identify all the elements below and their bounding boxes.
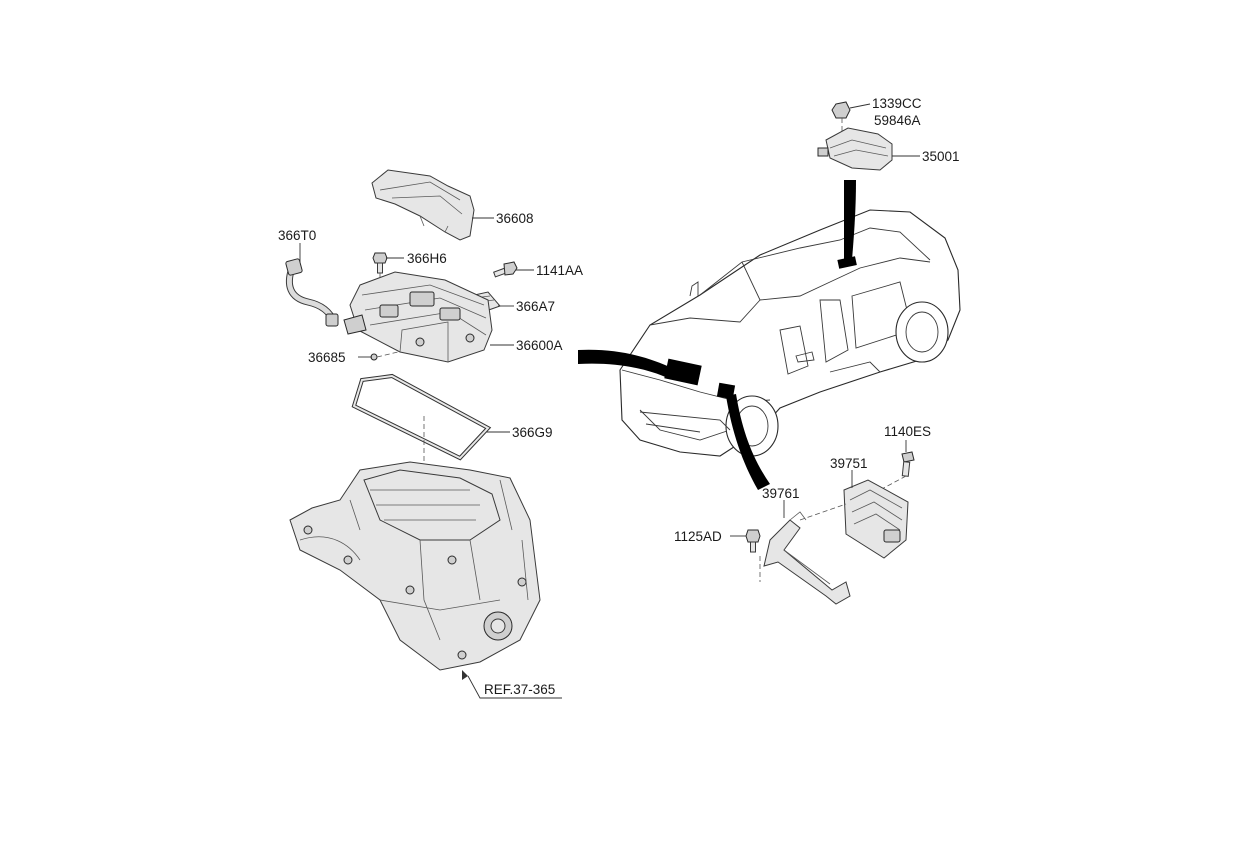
- control-module-35001: [817, 101, 893, 171]
- vcu-unit-39751: [843, 479, 909, 559]
- vcu-bracket-39761: [763, 511, 851, 605]
- label-366G9: 366G9: [512, 425, 553, 440]
- leader-lines: [299, 103, 920, 699]
- inverter-upper-cover: [371, 169, 475, 241]
- vehicle-outline: [619, 209, 961, 457]
- label-366H6: 366H6: [407, 251, 447, 266]
- label-366T0: 366T0: [278, 228, 316, 243]
- label-366A7: 366A7: [516, 299, 555, 314]
- callout-arrow-module: [844, 180, 856, 262]
- label-35001: 35001: [922, 149, 960, 164]
- label-ref-37-365: REF.37-365: [484, 682, 555, 697]
- inverter-assembly-36600A: [343, 271, 493, 363]
- coolant-hose-366T0: [285, 258, 339, 327]
- label-36600A: 36600A: [516, 338, 563, 353]
- bolt-366H6: [372, 252, 388, 274]
- label-59846A: 59846A: [874, 113, 921, 128]
- bolt-1125AD: [745, 529, 761, 553]
- label-1339CC: 1339CC: [872, 96, 922, 111]
- label-39751: 39751: [830, 456, 868, 471]
- label-1141AA: 1141AA: [536, 263, 583, 278]
- callout-arrow-vcu: [726, 394, 770, 490]
- label-36608: 36608: [496, 211, 534, 226]
- label-39761: 39761: [762, 486, 800, 501]
- label-36685: 36685: [308, 350, 346, 365]
- vcu-bolt-1140ES: [901, 451, 915, 477]
- gasket-366G9: [351, 373, 492, 461]
- label-1140ES: 1140ES: [884, 424, 931, 439]
- callout-arrow-inverter: [578, 349, 672, 378]
- motor-housing-ref: [289, 461, 541, 671]
- label-1125AD: 1125AD: [674, 529, 722, 544]
- bolt-1141AA: [493, 261, 518, 278]
